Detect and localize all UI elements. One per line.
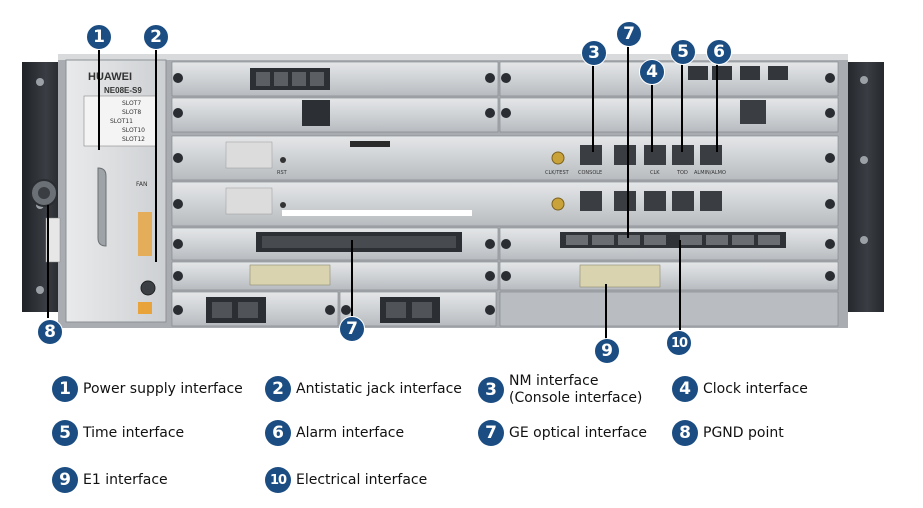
legend-label: Antistatic jack interface [296,380,462,397]
legend-item: 8 PGND point [672,420,784,446]
legend-number: 10 [265,467,291,493]
device-front-panel-diagram: HUAWEI NE08E-S9 SLOT7 SLOT8 SLOT11 SLOT1… [22,44,884,340]
legend-label: E1 interface [83,471,168,488]
callout-3: 3 [581,40,607,66]
legend-item: 6 Alarm interface [265,420,404,446]
legend-number: 6 [265,420,291,446]
legend-label-group: NM interface (Console interface) [509,373,642,407]
console-port[interactable] [580,145,602,165]
legend-item: 4 Clock interface [672,376,808,402]
leader-lines [47,44,718,340]
panel-screws [173,73,835,315]
control-board-ports: RST CLK/TEST CONSOLE CLK TOD ALMIN/ALMO [225,141,726,216]
legend-number: 3 [478,377,504,403]
slot-label: SLOT11 [110,118,133,125]
legend-number: 2 [265,376,291,402]
legend-number: 8 [672,420,698,446]
tod-label: TOD [676,170,688,176]
slot-label: SLOT7 [122,100,141,107]
legend-label: GE optical interface [509,424,648,441]
pgnd-label [45,217,61,263]
rst-label: RST [277,170,288,176]
esd-warning-label [138,302,152,314]
legend-number: 9 [52,467,78,493]
legend-number: 4 [672,376,698,402]
antistatic-jack[interactable] [140,280,156,296]
legend-label: PGND point [703,424,784,441]
e1-connector [249,264,331,286]
console-label: CONSOLE [578,170,602,176]
fan-module: HUAWEI NE08E-S9 SLOT7 SLOT8 SLOT11 SLOT1… [65,59,167,323]
legend-number: 7 [478,420,504,446]
model-label: NE08E-S9 [104,86,142,95]
callout-1: 1 [86,24,112,50]
clk-test-connector[interactable] [551,151,565,165]
legend-label-sub: (Console interface) [509,390,643,406]
callout-10: 10 [666,330,692,356]
callout-4: 4 [639,59,665,85]
fan-label: FAN [136,181,148,188]
alarm-port[interactable] [700,145,722,165]
tod-port[interactable] [672,145,694,165]
clk-test-label: CLK/TEST [545,170,570,176]
legend-number: 5 [52,420,78,446]
legend-label: Power supply interface [83,380,243,397]
callout-5: 5 [670,39,696,65]
legend-label: Clock interface [703,380,808,397]
legend-label: NM interface [509,373,599,389]
module-port [302,100,330,126]
legend-item: 10 Electrical interface [265,467,427,493]
legend-label: Time interface [83,424,185,441]
ge-optical-ports [256,232,462,252]
legend-label: Electrical interface [296,471,428,488]
brand-logo: HUAWEI [88,71,132,83]
slot-label: SLOT8 [122,109,141,116]
e1-connector [579,264,661,288]
clk-port[interactable] [644,145,666,165]
callout-6: 6 [706,39,732,65]
fan-handle[interactable] [97,167,107,247]
electrical-ports [560,232,786,248]
slot-label: SLOT12 [122,136,145,143]
module-port [740,100,766,124]
right-rack-bracket [842,62,884,312]
legend-item: 9 E1 interface [52,467,168,493]
clk-label: CLK [650,170,660,176]
callout-8: 8 [37,319,63,345]
legend-label: Alarm interface [296,424,405,441]
callout-7-top: 7 [616,21,642,47]
legend-item: 3 NM interface (Console interface) [478,373,642,407]
callout-2: 2 [143,24,169,50]
legend-item: 5 Time interface [52,420,184,446]
legend-item: 2 Antistatic jack interface [265,376,462,402]
callout-9: 9 [594,338,620,364]
legend-item: 7 GE optical interface [478,420,647,446]
slot-label: SLOT10 [122,127,145,134]
legend-number: 1 [52,376,78,402]
callout-7-bottom: 7 [339,316,365,342]
power-supply-knob[interactable] [30,179,58,207]
legend-item: 1 Power supply interface [52,376,243,402]
power-modules [206,297,440,323]
alarm-label: ALMIN/ALMO [694,170,726,176]
